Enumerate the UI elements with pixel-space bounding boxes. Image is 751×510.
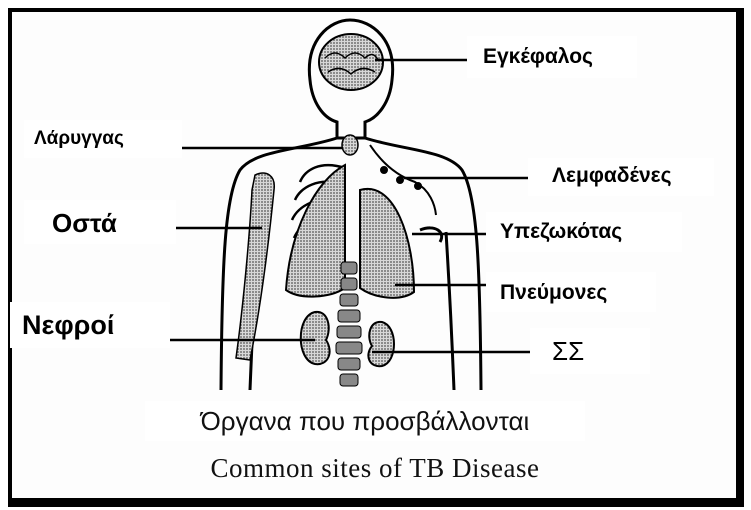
label-larynx-text: Λάρυγγας <box>34 129 124 148</box>
label-pleura-text: Υπεζωκότας <box>500 221 622 242</box>
label-lymph-nodes-text: Λεμφαδένες <box>552 165 672 186</box>
right-lung <box>286 165 345 297</box>
label-bones-text: Οστά <box>52 210 117 236</box>
label-cns-text: ΣΣ <box>552 338 584 364</box>
label-cns: ΣΣ <box>530 328 650 374</box>
right-kidney <box>301 312 330 364</box>
larynx-organ <box>342 135 358 155</box>
left-kidney <box>368 322 394 366</box>
label-brain-text: Εγκέφαλος <box>483 46 593 67</box>
caption-english: Common sites of TB Disease <box>140 448 610 488</box>
label-pleura: Υπεζωκότας <box>486 212 682 252</box>
label-kidneys: Νεφροί <box>10 302 170 348</box>
brain-organ <box>319 34 383 90</box>
caption-greek: Όργανα που προσβάλλονται <box>145 401 585 441</box>
label-larynx: Λάρυγγας <box>24 120 182 158</box>
label-brain: Εγκέφαλος <box>467 36 637 78</box>
label-lungs: Πνεύμονες <box>486 272 656 312</box>
label-lymph-nodes: Λεμφαδένες <box>528 158 714 196</box>
label-bones: Οστά <box>24 200 176 244</box>
label-lungs-text: Πνεύμονες <box>500 282 607 303</box>
left-lung <box>360 189 414 298</box>
label-kidneys-text: Νεφροί <box>22 312 114 339</box>
arm-bone <box>236 173 274 360</box>
